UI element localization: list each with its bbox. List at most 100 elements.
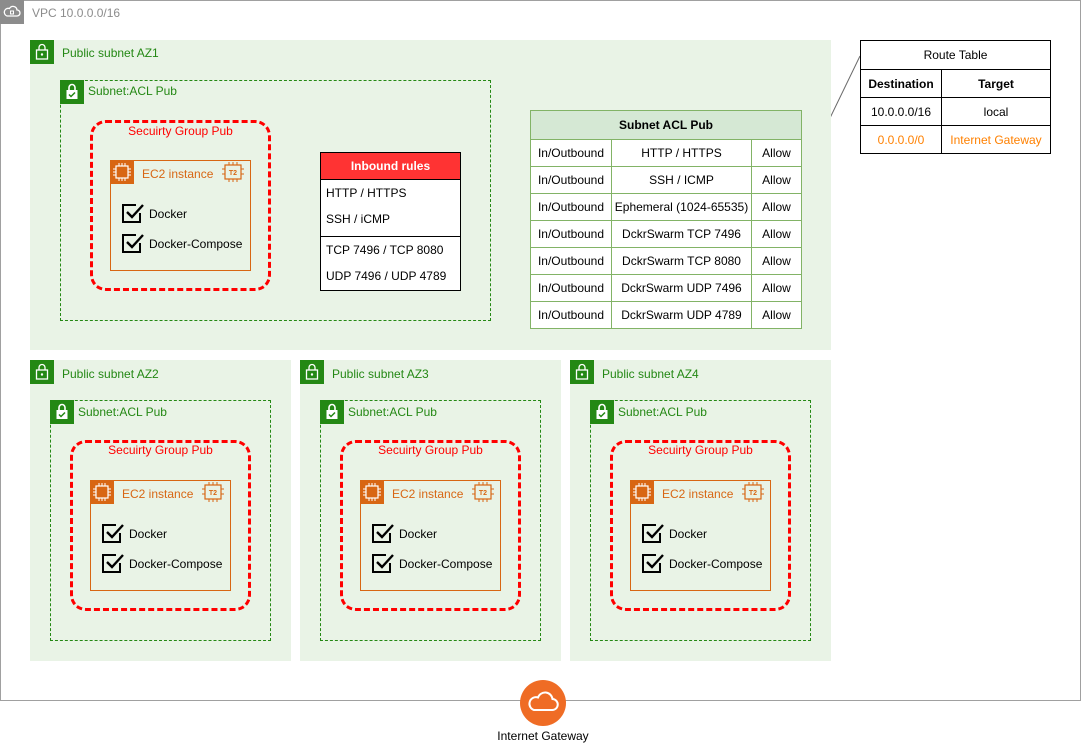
security-group-label: Secuirty Group Pub	[128, 124, 233, 138]
route-target: local	[941, 97, 1051, 126]
ec2-instance	[110, 160, 251, 271]
inbound-rule: TCP 7496 / TCP 8080	[321, 236, 460, 263]
acl-lock-icon	[60, 80, 84, 104]
security-group-label: Secuirty Group Pub	[648, 443, 753, 457]
ec2-item: Docker-Compose	[120, 231, 242, 257]
t2-badge-icon: T2	[202, 482, 224, 502]
security-group	[70, 440, 251, 611]
security-group-label: Secuirty Group Pub	[108, 443, 213, 457]
checkbox-icon	[642, 554, 664, 573]
acl-box	[60, 80, 491, 321]
vpc-to-route-table-connector	[829, 55, 861, 119]
acl-rule: DckrSwarm UDP 4789	[611, 301, 752, 329]
ec2-label: EC2 instance	[662, 487, 734, 501]
ec2-item-label: Docker-Compose	[669, 557, 763, 571]
acl-label: Subnet:ACL Pub	[78, 405, 167, 419]
ec2-item: Docker-Compose	[640, 551, 762, 577]
svg-text:T2: T2	[479, 490, 487, 497]
checkbox-icon	[372, 524, 394, 543]
security-group	[610, 440, 791, 611]
acl-action: Allow	[751, 301, 802, 329]
ec2-item-label: Docker-Compose	[129, 557, 223, 571]
route-table-title: Route Table	[860, 40, 1051, 70]
acl-lock-icon	[590, 400, 614, 424]
acl-action: Allow	[751, 193, 802, 221]
ec2-label: EC2 instance	[122, 487, 194, 501]
internet-gateway-label: Internet Gateway	[497, 729, 589, 743]
acl-label: Subnet:ACL Pub	[618, 405, 707, 419]
ec2-item-label: Docker	[129, 527, 168, 541]
ec2-chip-icon	[90, 480, 114, 504]
acl-action: Allow	[751, 166, 802, 194]
acl-table-title: Subnet ACL Pub	[530, 110, 802, 140]
inbound-rule: HTTP / HTTPS	[326, 186, 407, 200]
inbound-rules-title: Inbound rules	[321, 153, 460, 180]
ec2-instance	[630, 480, 771, 591]
vpc-label: VPC 10.0.0.0/16	[32, 6, 121, 20]
route-header-destination: Destination	[860, 69, 942, 98]
acl-direction: In/Outbound	[530, 247, 612, 275]
security-group-label: Secuirty Group Pub	[378, 443, 483, 457]
acl-action: Allow	[751, 139, 802, 167]
checkbox-icon	[102, 554, 124, 573]
acl-label: Subnet:ACL Pub	[88, 84, 177, 98]
t2-badge-icon: T2	[222, 162, 244, 182]
acl-rule: Ephemeral (1024-65535)	[611, 193, 752, 221]
inbound-rules-box: Inbound rules HTTP / HTTPS SSH / iCMP TC…	[320, 152, 461, 291]
checkbox-icon	[102, 524, 124, 543]
ec2-item: Docker	[640, 521, 707, 547]
ec2-instance	[360, 480, 501, 591]
checkbox-icon	[372, 554, 394, 573]
acl-action: Allow	[751, 247, 802, 275]
acl-lock-icon	[320, 400, 344, 424]
acl-direction: In/Outbound	[530, 166, 612, 194]
route-header-target: Target	[941, 69, 1051, 98]
acl-rule: DckrSwarm UDP 7496	[611, 274, 752, 302]
t2-badge-icon: T2	[472, 482, 494, 502]
subnet-lock-icon	[570, 360, 594, 384]
ec2-item-label: Docker-Compose	[149, 237, 243, 251]
ec2-item-label: Docker-Compose	[399, 557, 493, 571]
vpc-cloud-icon	[0, 0, 24, 24]
ec2-item: Docker	[120, 201, 187, 227]
security-group	[90, 120, 271, 291]
acl-rule: DckrSwarm TCP 8080	[611, 247, 752, 275]
inbound-rule: SSH / iCMP	[326, 212, 391, 226]
acl-direction: In/Outbound	[530, 220, 612, 248]
ec2-item: Docker-Compose	[100, 551, 222, 577]
svg-text:T2: T2	[749, 490, 757, 497]
subnet-label: Public subnet AZ2	[62, 367, 159, 381]
ec2-item-label: Docker	[149, 207, 188, 221]
ec2-chip-icon	[360, 480, 384, 504]
checkbox-icon	[122, 204, 144, 223]
acl-label: Subnet:ACL Pub	[348, 405, 437, 419]
ec2-label: EC2 instance	[392, 487, 464, 501]
internet-gateway-cloud-icon	[520, 680, 566, 726]
acl-rule: SSH / ICMP	[611, 166, 752, 194]
route-destination: 10.0.0.0/16	[860, 97, 942, 126]
ec2-chip-icon	[630, 480, 654, 504]
ec2-item: Docker	[100, 521, 167, 547]
acl-direction: In/Outbound	[530, 301, 612, 329]
acl-direction: In/Outbound	[530, 274, 612, 302]
ec2-item: Docker	[370, 521, 437, 547]
ec2-item-label: Docker	[669, 527, 708, 541]
ec2-item-label: Docker	[399, 527, 438, 541]
svg-text:T2: T2	[229, 170, 237, 177]
acl-rule: HTTP / HTTPS	[611, 139, 752, 167]
subnet-label: Public subnet AZ3	[332, 367, 429, 381]
security-group	[340, 440, 521, 611]
subnet-label: Public subnet AZ4	[602, 367, 699, 381]
inbound-rule: UDP 7496 / UDP 4789	[326, 269, 447, 283]
svg-text:T2: T2	[209, 490, 217, 497]
acl-action: Allow	[751, 220, 802, 248]
